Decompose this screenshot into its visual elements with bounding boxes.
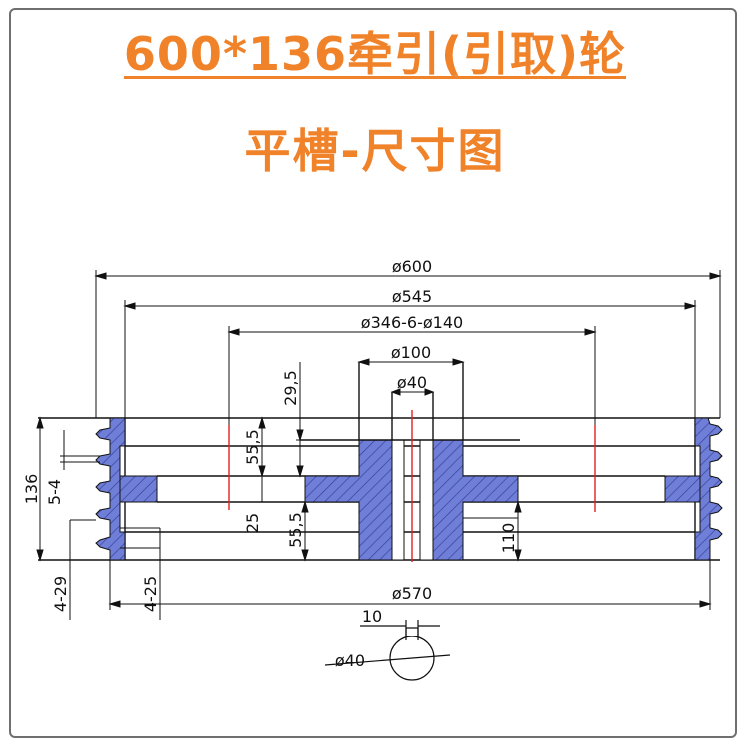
- hatched-sections: [95, 417, 723, 561]
- keyway-slot: [405, 627, 419, 636]
- page-title-text: 600*136牵引(引取)轮: [123, 27, 627, 81]
- dim-d346: ø346-6-ø140: [361, 313, 463, 332]
- border-frame: [9, 8, 737, 738]
- page-title: 600*136牵引(引取)轮: [0, 18, 750, 84]
- dim-h55-5-lower: 55,5: [286, 512, 305, 548]
- page-subtitle: 平槽-尺寸图: [244, 124, 506, 178]
- vertical-dimensions: [36, 362, 522, 620]
- dim-h25: 25: [243, 513, 262, 533]
- dim-d600: ø600: [392, 257, 432, 276]
- hub-left-section: [304, 439, 393, 561]
- dim-d100: ø100: [391, 343, 431, 362]
- dim-d40-top: ø40: [397, 373, 427, 392]
- dim-h110: 110: [499, 523, 518, 554]
- dim-h5-4: 5-4: [45, 479, 64, 505]
- dim-d570: ø570: [392, 584, 432, 603]
- dim-d570-lines: [108, 560, 712, 610]
- dim-h136: 136: [22, 474, 41, 505]
- dim-key10: 10: [362, 607, 382, 626]
- dim-h55-5-upper: 55,5: [243, 429, 262, 465]
- centerlines: [228, 410, 596, 562]
- dim-d545: ø545: [392, 287, 432, 306]
- keyway-view: [324, 620, 451, 681]
- dim-h29-5: 29,5: [281, 370, 300, 406]
- top-dimensions: [94, 270, 722, 425]
- dim-d40-bottom: ø40: [335, 651, 365, 670]
- dim-h4-25: 4-25: [141, 576, 160, 612]
- dim-h4-29: 4-29: [51, 576, 70, 612]
